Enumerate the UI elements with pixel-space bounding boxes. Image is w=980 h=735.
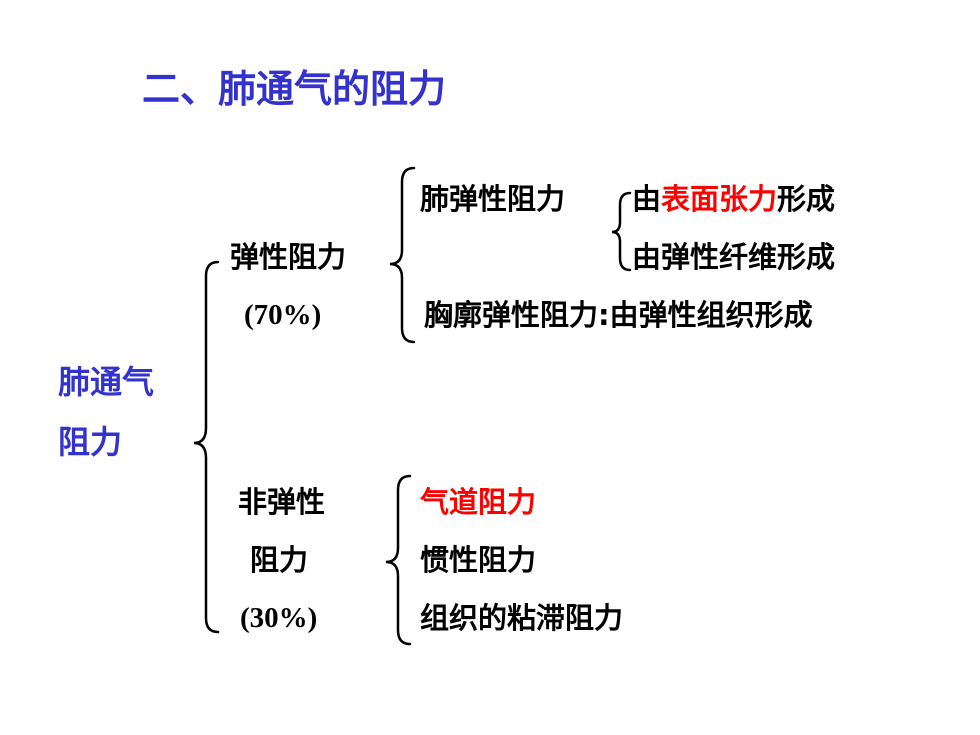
inertial-resistance-item: 惯性阻力 [420,543,537,577]
inelastic-brace [385,474,412,646]
inelastic-resistance-label-line2: 阻力 [250,543,309,577]
surface-tension-line: 由表面张力形成 [632,179,835,219]
airway-resistance-item: 气道阻力 [420,485,537,519]
elastic-resistance-label: 弹性阻力 [230,240,347,274]
page-title: 二、肺通气的阻力 [142,67,447,111]
viscous-resistance-item: 组织的粘滞阻力 [420,601,624,635]
surface-tension-prefix: 由 [632,182,662,216]
root-brace [193,260,220,634]
root-label-line2: 阻力 [58,423,123,461]
surface-tension-highlight: 表面张力 [661,182,778,216]
inelastic-resistance-label-line1: 非弹性 [238,485,326,519]
elastic-brace [389,166,416,344]
surface-tension-suffix: 形成 [777,182,836,216]
chest-elastic-resistance-line: 胸廓弹性阻力:由弹性组织形成 [424,298,813,332]
root-label-line1: 肺通气 [58,363,155,401]
lung-elastic-resistance-label: 肺弹性阻力 [420,182,566,216]
lung-brace [611,191,632,272]
inelastic-resistance-percent: (30%) [240,602,318,634]
elastic-resistance-percent: (70%) [244,299,322,331]
elastic-fiber-line: 由弹性纤维形成 [632,240,836,274]
